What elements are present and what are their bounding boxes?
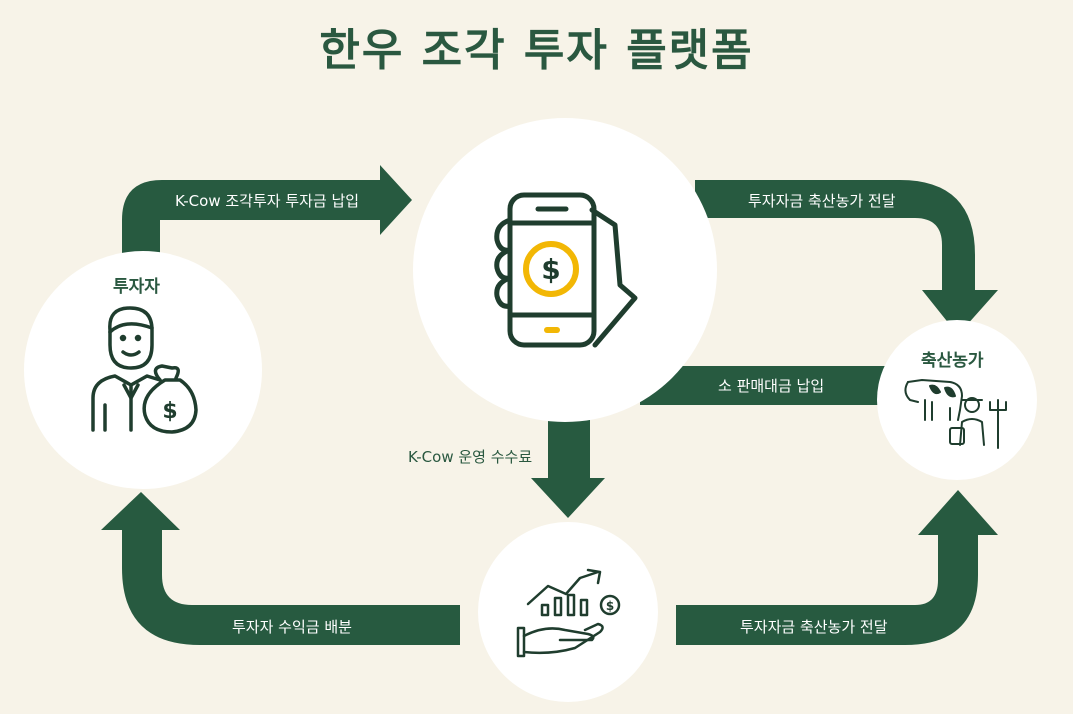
flow-label-fee: K-Cow 운영 수수료 xyxy=(408,448,533,466)
page-title: 한우 조각 투자 플랫폼 xyxy=(319,25,754,76)
flow-label-to-farm-top: 투자자금 축산농가 전달 xyxy=(748,192,896,210)
svg-text:$: $ xyxy=(162,399,177,424)
farm-circle xyxy=(877,320,1037,480)
platform-circle xyxy=(413,118,717,422)
investor-label: 투자자 xyxy=(113,277,160,297)
smartphone-payment-icon: $ xyxy=(494,192,638,348)
arrow-to-farm-bottom xyxy=(676,490,998,645)
investor-icon: $ xyxy=(91,306,198,434)
investor-circle xyxy=(24,251,262,489)
growth-investment-icon: $ xyxy=(516,568,621,658)
arrow-to-farm-top xyxy=(695,180,998,335)
farm-icon xyxy=(904,379,1007,449)
flow-label-to-farm-bottom: 투자자금 축산농가 전달 xyxy=(740,618,888,636)
svg-text:$: $ xyxy=(541,253,560,286)
arrow-fee xyxy=(531,420,605,518)
flow-label-profit-share: 투자자 수익금 배분 xyxy=(232,618,352,636)
arrow-investment-in xyxy=(122,165,412,300)
flow-label-sale-payment: 소 판매대금 납입 xyxy=(718,377,825,395)
arrow-profit-share xyxy=(101,492,460,645)
arrow-sale-payment xyxy=(640,366,890,405)
flow-label-investment-in: K-Cow 조각투자 투자금 납입 xyxy=(175,192,360,210)
svg-text:$: $ xyxy=(606,599,614,613)
farm-label: 축산농가 xyxy=(921,351,984,371)
